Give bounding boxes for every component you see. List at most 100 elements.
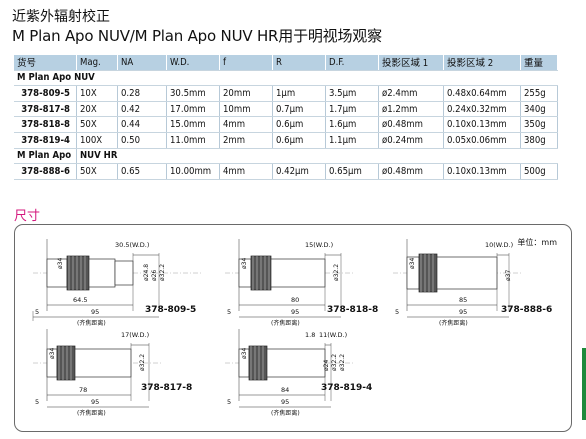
offset-label: 5 — [35, 398, 40, 406]
table-cell: 255g — [520, 85, 558, 102]
header-cell: D.F. — [325, 55, 379, 71]
offset-label: 5 — [227, 308, 232, 316]
drawing-code-label: 378-809-5 — [145, 305, 197, 315]
table-cell: 0.65 — [117, 163, 167, 180]
parfocal-length-label: 95 — [291, 308, 300, 316]
diameter-label: ø34 — [57, 257, 64, 269]
table-cell: 0.7µm — [272, 101, 326, 118]
header-cell: 重量 — [520, 55, 558, 71]
table-cell: 2mm — [219, 132, 273, 149]
diameter-label: ø32.2 — [159, 263, 166, 281]
table-cell: 0.48x0.64mm — [443, 85, 521, 102]
group-label: NUV HR — [76, 148, 558, 165]
group-row: M Plan Apo NUV — [14, 70, 558, 87]
objective-drawing-378-819-4 — [225, 329, 355, 408]
diameter-label: ø32.2 — [139, 353, 146, 371]
title-product: M Plan Apo NUV/M Plan Apo NUV HR用于明视场观察 — [12, 27, 382, 45]
diameter-label: ø34 — [241, 347, 248, 359]
table-cell: 0.28 — [117, 85, 167, 102]
diameter-label: ø34 — [49, 347, 56, 359]
table-cell: 10.00mm — [166, 163, 220, 180]
table-cell: 0.10x0.13mm — [443, 116, 521, 133]
parfocal-caption: (齐焦距离) — [439, 320, 468, 327]
table-cell: 11.0mm — [166, 132, 220, 149]
table-header-row: 货号 Mag. NA W.D. f R D.F. 投影区域 1 投影区域 2 重… — [14, 55, 558, 71]
table-cell: 4mm — [219, 163, 273, 180]
wd-label: 30.5(W.D.) — [115, 241, 150, 249]
parfocal-length-label: 95 — [91, 398, 100, 406]
diameter-label: ø26 — [151, 269, 158, 281]
offset-label: 5 — [227, 398, 232, 406]
table-cell: 1.7µm — [325, 101, 379, 118]
section-title: 尺寸 — [14, 209, 41, 224]
offset-label: 5 — [395, 308, 400, 316]
header-cell: 货号 — [14, 55, 77, 71]
parfocal-caption: (齐焦距离) — [271, 410, 300, 417]
objective-drawing-378-818-8 — [225, 239, 355, 318]
wd-label-small: 1.8 — [305, 331, 316, 339]
table-cell: 17.0mm — [166, 101, 220, 118]
table-cell: 378-819-4 — [14, 132, 77, 149]
table-cell: 350g — [520, 116, 558, 133]
unit-label: 单位：mm — [517, 238, 557, 247]
parfocal-caption: (齐焦距离) — [77, 410, 106, 417]
table-cell: 10mm — [219, 101, 273, 118]
table-cell: 100X — [76, 132, 118, 149]
diameter-label: ø32.2 — [331, 353, 338, 371]
diameter-label: ø37 — [505, 269, 512, 281]
group-label: M Plan Apo NUV — [14, 70, 558, 87]
length-label: 85 — [459, 296, 468, 304]
header-cell: NA — [117, 55, 167, 71]
group-row: M Plan Apo NUV HR — [14, 148, 558, 165]
table-cell: 20X — [76, 101, 118, 118]
table-cell: 0.10x0.13mm — [443, 163, 521, 180]
table-row: 378-819-4 100X 0.50 11.0mm 2mm 0.6µm 1.1… — [14, 132, 558, 149]
table-row: 378-888-6 50X 0.65 10.00mm 4mm 0.42µm 0.… — [14, 163, 558, 180]
table-cell: 0.6µm — [272, 116, 326, 133]
diameter-label: ø24 — [323, 359, 330, 371]
table-cell: 380g — [520, 132, 558, 149]
table-cell: 50X — [76, 116, 118, 133]
drawing-code-label: 378-817-8 — [141, 383, 193, 393]
table-cell: 30.5mm — [166, 85, 220, 102]
diameter-label: ø32.2 — [339, 353, 346, 371]
header-cell: 投影区域 2 — [443, 55, 521, 71]
header-cell: R — [272, 55, 326, 71]
diameter-label: ø24.8 — [143, 263, 150, 281]
wd-label: 11(W.D.) — [319, 331, 348, 339]
table-cell: 378-817-8 — [14, 101, 77, 118]
table-cell: ø0.24mm — [378, 132, 444, 149]
title-chinese: 近紫外辐射校正 — [12, 9, 110, 25]
table-cell: ø0.48mm — [378, 116, 444, 133]
wd-label: 15(W.D.) — [305, 241, 334, 249]
objective-drawing-378-809-5 — [32, 239, 203, 321]
table-cell: 0.05x0.06mm — [443, 132, 521, 149]
diameter-label: ø34 — [409, 257, 416, 269]
page-edge-marker — [582, 348, 586, 420]
offset-label: 5 — [35, 308, 40, 316]
table-cell: 20mm — [219, 85, 273, 102]
diameter-label: ø34 — [241, 257, 248, 269]
wd-label: 17(W.D.) — [121, 331, 150, 339]
table-row: 378-817-8 20X 0.42 17.0mm 10mm 0.7µm 1.7… — [14, 101, 558, 118]
parfocal-caption: (齐焦距离) — [77, 320, 106, 327]
header-cell: Mag. — [76, 55, 118, 71]
header-cell: 投影区域 1 — [378, 55, 444, 71]
length-label: 80 — [291, 296, 300, 304]
table-cell: 4mm — [219, 116, 273, 133]
dimension-drawings-panel: 单位：mm 30.5(W.D.) ø34 ø24.8 ø26 ø32.2 64.… — [14, 224, 572, 432]
drawing-code-label: 378-819-4 — [321, 383, 373, 393]
drawing-code-label: 378-818-8 — [327, 305, 379, 315]
table-cell: 50X — [76, 163, 118, 180]
wd-label: 10(W.D.) — [485, 241, 514, 249]
parfocal-length-label: 95 — [91, 308, 100, 316]
table-cell: 500g — [520, 163, 558, 180]
table-cell: 1µm — [272, 85, 326, 102]
group-label: M Plan Apo — [14, 148, 77, 165]
header-cell: f — [219, 55, 273, 71]
table-cell: 378-818-8 — [14, 116, 77, 133]
table-cell: ø1.2mm — [378, 101, 444, 118]
parfocal-caption: (齐焦距离) — [271, 320, 300, 327]
parfocal-length-label: 95 — [281, 398, 290, 406]
table-cell: 0.44 — [117, 116, 167, 133]
